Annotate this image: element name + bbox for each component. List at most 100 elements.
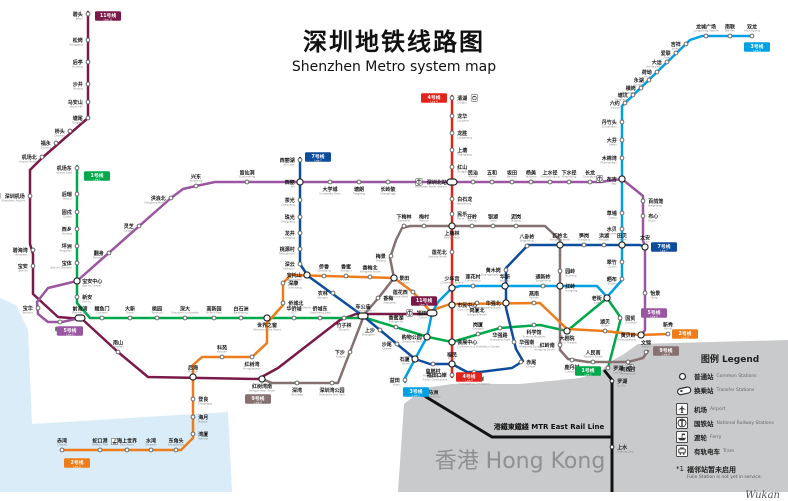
svg-text:Hongshuwan South: Hongshuwan South [249,388,275,392]
svg-text:Convention & Exhibition Center: Convention & Exhibition Center [457,344,500,348]
svg-text:Daxin: Daxin [126,311,134,315]
svg-text:Chegongmiao: Chegongmiao [354,309,373,313]
svg-text:OCT: OCT [291,311,297,315]
svg-text:Lianhuacun: Lianhuacun [465,279,481,283]
svg-text:Liyumen: Liyumen [96,311,108,315]
svg-text:Shuibei: Shuibei [607,231,617,235]
svg-text:Qiaotou: Qiaotou [54,133,65,137]
transfer-station-icon [676,384,694,396]
svg-text:Shangmeilin: Shangmeilin [444,235,461,239]
svg-text:Shenzhen Bay Park: Shenzhen Bay Park [319,392,345,396]
svg-text:Zhuzilin: Zhuzilin [339,327,350,331]
svg-text:Shenkang: Shenkang [288,285,302,289]
legend-airport-zh: 机场 [694,404,707,414]
svg-text:Children's Palace: Children's Palace [441,281,464,285]
legend-tram-en: Tram [723,449,734,454]
svg-text:Futian Checkpoint: Futian Checkpoint [423,377,447,381]
svg-text:Line 11: Line 11 [420,303,429,306]
svg-text:Liuxiandong: Liuxiandong [239,175,256,179]
svg-text:Shixia: Shixia [402,361,410,365]
svg-text:Ailian: Ailian [663,55,671,59]
svg-text:Hongshuwan: Hongshuwan [243,366,261,370]
legend-common-zh: 普通站 [694,371,714,381]
svg-text:Changlingpi: Changlingpi [380,191,396,195]
svg-text:Houhai: Houhai [188,370,198,374]
legend-note-mark: *1 [676,465,684,480]
svg-text:Huangmugang: Huangmugang [481,272,501,276]
rail-icon [596,176,603,183]
svg-text:Science Museum: Science Museum [523,334,546,338]
legend-note-zh: 福邻站暂未启用 [687,465,762,475]
svg-text:Baigelong: Baigelong [648,203,662,207]
svg-text:Shuanglong: Shuanglong [744,29,760,33]
airport-icon [676,403,694,415]
svg-text:Longsheng: Longsheng [457,135,472,139]
svg-text:Changlong: Changlong [583,175,598,179]
svg-text:Sea World: Sea World [120,443,134,447]
legend-panel: 图例 Legend 普通站 Common Stations 换乘站 Transf… [676,352,784,501]
rail-icon [406,310,413,317]
svg-text:Tianbei: Tianbei [616,238,627,242]
svg-text:Huaqiang Road: Huaqiang Road [490,337,511,341]
svg-text:Qiaoxiang: Qiaoxiang [317,269,331,273]
svg-text:Airport East: Airport East [56,170,72,174]
svg-text:Gangxia: Gangxia [472,327,483,331]
svg-text:Nigang: Nigang [511,219,521,223]
svg-text:Xingdong: Xingdong [190,179,203,183]
svg-text:Xiashuijing: Xiashuijing [562,175,577,179]
svg-text:Line 4: Line 4 [465,379,473,382]
svg-text:Line 5: Line 5 [66,333,74,336]
national-rail-icon [676,417,694,429]
common-station-icon [676,370,694,382]
svg-text:Longhua: Longhua [457,118,469,122]
svg-text:Longcheng Square: Longcheng Square [693,29,718,33]
legend-rail-zh: 国铁站 [694,418,714,428]
svg-text:Hubei: Hubei [601,324,609,328]
svg-text:Cuizhu: Cuizhu [608,264,617,268]
svg-text:Fumin: Fumin [448,357,456,361]
svg-text:Shenyun: Shenyun [283,266,295,270]
svg-text:Bitou: Bitou [76,16,83,20]
svg-text:Shekou Port: Shekou Port [92,443,108,447]
svg-text:Qinghu: Qinghu [457,100,467,104]
svg-text:Line 11: Line 11 [104,18,113,21]
svg-text:Shenwan: Shenwan [291,392,304,396]
svg-text:Sheung Shui: Sheung Shui [617,449,634,453]
svg-text:Qianhai Bay: Qianhai Bay [72,311,89,315]
svg-text:Taoyuan: Taoyuan [150,311,162,315]
svg-text:Line 1: Line 1 [93,178,101,181]
svg-text:Chiwei: Chiwei [526,364,535,368]
svg-text:Wanxia: Wanxia [198,436,208,440]
svg-text:Bagualing: Bagualing [520,239,534,243]
svg-text:Line 2: Line 2 [73,465,81,468]
svg-text:Pingzhou: Pingzhou [60,248,72,252]
svg-text:Gushu: Gushu [63,214,72,218]
